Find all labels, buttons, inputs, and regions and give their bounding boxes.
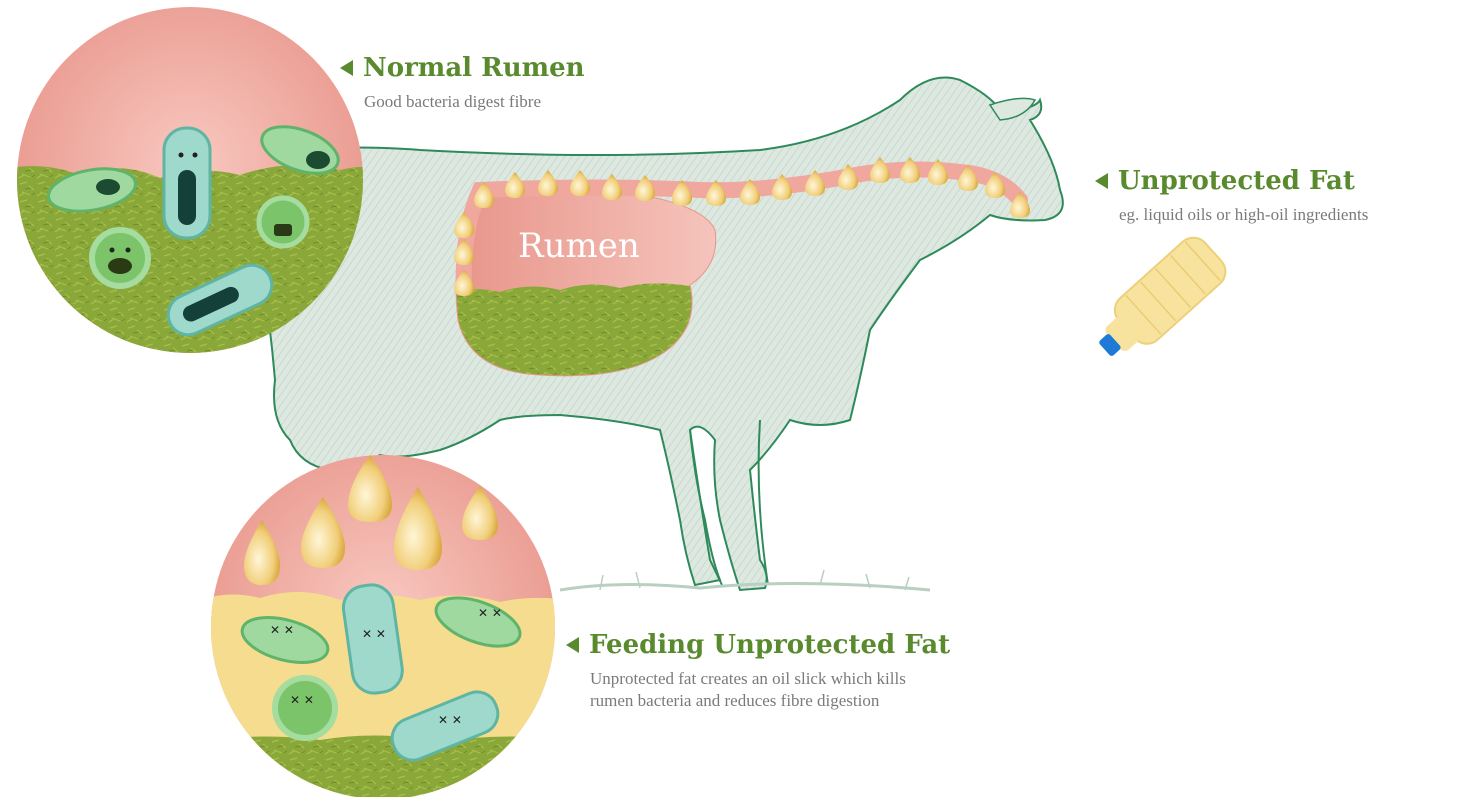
svg-text:✕ ✕: ✕ ✕ xyxy=(290,693,314,707)
callout-unprotected-fat: Unprotected Fat eg. liquid oils or high-… xyxy=(1095,166,1368,226)
callout-unprotected-fat-title: Unprotected Fat xyxy=(1095,166,1368,196)
callout-normal-rumen: Normal Rumen Good bacteria digest fibre xyxy=(340,53,585,113)
svg-text:✕ ✕: ✕ ✕ xyxy=(362,627,386,641)
callout-unprotected-fat-desc: eg. liquid oils or high-oil ingredients xyxy=(1119,204,1368,226)
callout-normal-rumen-title: Normal Rumen xyxy=(340,53,585,83)
svg-text:✕ ✕: ✕ ✕ xyxy=(270,623,294,637)
svg-text:✕ ✕: ✕ ✕ xyxy=(478,606,502,620)
left-arrow-icon xyxy=(340,60,353,76)
callout-feeding-desc: Unprotected fat creates an oil slick whi… xyxy=(590,668,950,712)
bacterium-teal-rod xyxy=(164,128,210,238)
callout-feeding-title: Feeding Unprotected Fat xyxy=(566,630,950,660)
callout-feeding-unprotected-fat: Feeding Unprotected Fat Unprotected fat … xyxy=(566,630,950,712)
bacterium-round xyxy=(92,230,148,286)
rumen-label: Rumen xyxy=(518,226,640,266)
left-arrow-icon xyxy=(566,637,579,653)
bacterium-dead-4: ✕ ✕ xyxy=(275,678,335,738)
oil-bottle xyxy=(1086,231,1232,370)
svg-text:✕ ✕: ✕ ✕ xyxy=(438,713,462,727)
bacterium-round-2 xyxy=(259,198,307,246)
oil-slick-circle: ✕ ✕ ✕ ✕ ✕ ✕ ✕ ✕ ✕ ✕ xyxy=(200,455,570,797)
callout-normal-rumen-desc: Good bacteria digest fibre xyxy=(364,91,585,113)
left-arrow-icon xyxy=(1095,173,1108,189)
